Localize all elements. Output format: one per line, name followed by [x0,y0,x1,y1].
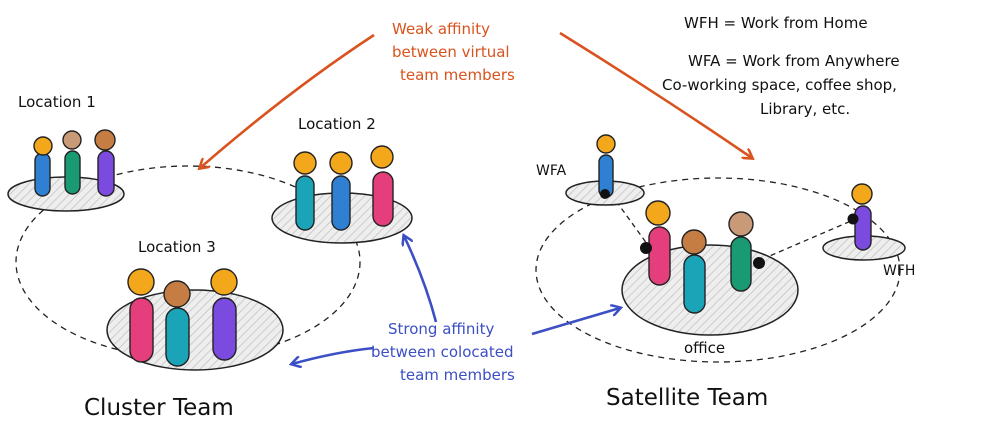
strong-arrow-right [531,308,620,336]
person-loc1-purple [94,129,116,197]
wfh-definition: WFH = Work from Home [684,14,868,32]
location-1-label: Location 1 [18,93,96,111]
svg-text:between colocated: between colocated [371,343,513,361]
location-2-label: Location 2 [298,115,376,133]
wfa-examples-line1: Co-working space, coffee shop, [662,76,897,94]
satellite-team-title: Satellite Team [606,385,768,411]
strong-arrow-up [404,236,438,323]
location-3-group: Location 3 [106,238,284,371]
location-3-label: Location 3 [138,238,216,256]
satellite-team: office WFA WFH Satellite Team [535,134,915,411]
person-loc2-pink [370,145,394,227]
wfa-definition: WFA = Work from Anywhere [688,52,900,70]
wfa-examples-line2: Library, etc. [760,100,850,118]
connector-wfh-office [757,217,859,262]
location-1-group: Location 1 [7,93,125,212]
location-2-group: Location 2 [271,115,413,244]
person-office-teal [681,229,707,314]
svg-text:Strong affinity: Strong affinity [388,320,494,338]
person-loc3-purple [210,268,238,361]
strong-arrow-left [292,346,375,364]
wfa-label: WFA [536,163,567,179]
office-label: office [684,339,725,357]
weak-affinity-arrows [200,31,752,168]
cluster-team-title: Cluster Team [84,395,234,421]
cluster-team: Location 1 Location 2 [7,93,413,421]
person-loc3-teal [163,280,191,367]
weak-affinity-label: Weak affinity between virtual team membe… [392,20,515,84]
person-office-pink [640,200,671,286]
legend-notes: WFH = Work from Home WFA = Work from Any… [662,14,900,118]
person-wfa-blue [596,134,616,199]
wfh-group: WFH [822,183,915,279]
person-loc1-green [62,130,82,195]
person-loc2-teal [293,151,317,231]
svg-text:team members: team members [400,66,515,84]
weak-arrow-right [559,31,752,158]
person-loc3-pink [127,268,155,363]
person-office-green [728,211,765,292]
strong-affinity-arrows [292,236,620,364]
strong-affinity-label: Strong affinity between colocated team m… [371,320,515,384]
wfh-label: WFH [883,263,915,279]
svg-text:between virtual: between virtual [392,43,510,61]
svg-text:team members: team members [400,366,515,384]
person-loc1-blue [33,136,53,197]
person-loc2-blue [329,151,353,231]
satellite-boundary [535,177,901,363]
weak-arrow-left [200,33,375,168]
wfa-group: WFA [536,134,645,206]
svg-text:Weak affinity: Weak affinity [392,20,490,38]
person-wfh-purple [847,183,873,251]
